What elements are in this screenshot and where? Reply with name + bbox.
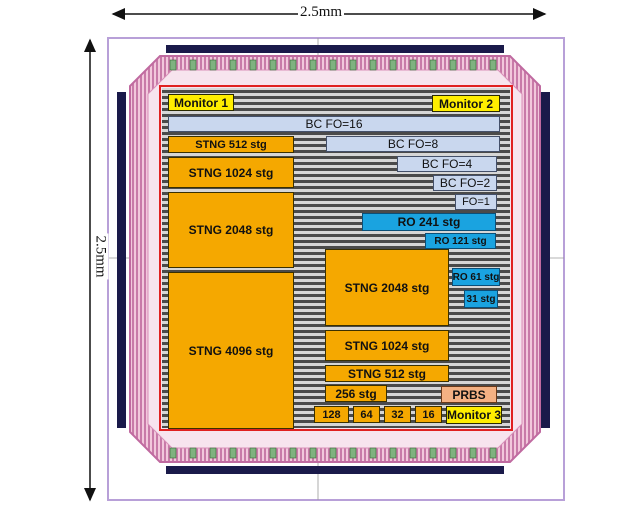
ro-241-block: RO 241 stg — [362, 213, 496, 231]
core-border — [159, 85, 513, 431]
ro-61-block: RO 61 stg — [452, 268, 500, 286]
bottom-pads — [169, 447, 497, 459]
bc-fo4-bar: BC FO=4 — [397, 156, 497, 172]
bc-fo16-bar: BC FO=16 — [168, 116, 500, 132]
prbs-block: PRBS — [441, 386, 497, 403]
stng-2048-block-right: STNG 2048 stg — [325, 249, 449, 326]
top-pads — [169, 59, 497, 71]
monitor-2: Monitor 2 — [432, 95, 500, 112]
height-dimension-label: 2.5mm — [91, 233, 109, 280]
bc-fo2-bar: BC FO=2 — [433, 175, 497, 191]
monitor-1: Monitor 1 — [168, 94, 234, 111]
stng-2048-block-left: STNG 2048 stg — [168, 192, 294, 268]
left-pad-bar — [117, 92, 126, 428]
stng-1024-block-right: STNG 1024 stg — [325, 330, 449, 361]
bottom-pad-bar — [166, 466, 504, 474]
stng-512-block-left: STNG 512 stg — [168, 136, 294, 153]
monitor-3: Monitor 3 — [446, 406, 502, 424]
bc-fo8-bar: BC FO=8 — [326, 136, 500, 152]
stng-512-block-right: STNG 512 stg — [325, 365, 449, 382]
stage-64-block: 64 — [353, 406, 380, 423]
right-pad-bar — [541, 92, 550, 428]
stng-1024-block-left: STNG 1024 stg — [168, 157, 294, 188]
ro-31-block: 31 stg — [464, 290, 498, 308]
ro-121-block: RO 121 stg — [425, 233, 496, 249]
stng-4096-block: STNG 4096 stg — [168, 272, 294, 429]
bc-fo1-bar: FO=1 — [455, 194, 497, 210]
stng-256-block: 256 stg — [325, 385, 387, 402]
stage-32-block: 32 — [384, 406, 411, 423]
stage-16-block: 16 — [415, 406, 442, 423]
stage-128-block: 128 — [314, 406, 349, 423]
top-pad-bar — [166, 45, 504, 53]
width-dimension-label: 2.5mm — [298, 4, 345, 21]
